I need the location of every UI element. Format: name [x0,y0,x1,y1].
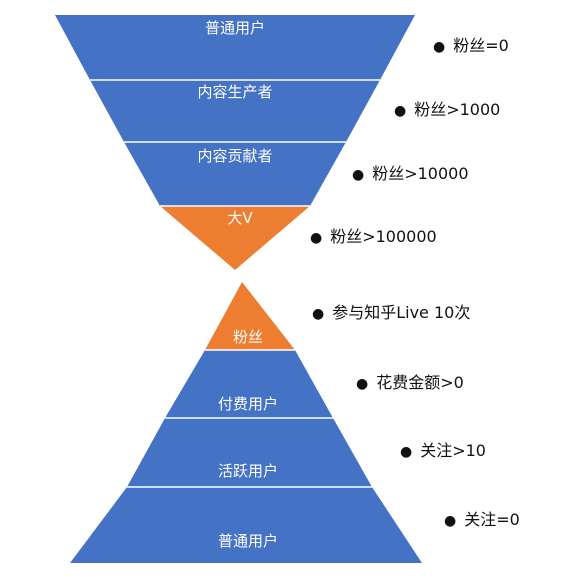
top-layer-4-shape [160,206,310,270]
note-text: 粉丝>1000 [414,100,501,119]
bullet-icon: ● [310,230,323,246]
bottom-layer-1-shape [205,282,295,350]
bullet-icon: ● [394,103,407,119]
bottom-layer-3-shape [127,418,372,487]
top-layer-4-label: 大V [227,209,253,227]
top-layer-3-shape [124,142,346,206]
bottom-layer-2-label: 付费用户 [218,395,278,413]
bullet-icon: ● [433,39,446,55]
top-layer-1-shape [55,15,415,80]
bottom-layer-1-label: 粉丝 [233,328,263,346]
note-text: 关注=0 [464,510,520,529]
bottom-layer-4-label: 普通用户 [218,532,278,550]
top-layer-2-shape [90,80,380,142]
top-layer-3-label: 内容贡献者 [197,147,272,165]
note-text: 花费金额>0 [376,373,464,392]
top-note-2: ● 粉丝>1000 [394,100,500,121]
note-text: 粉丝=0 [453,36,509,55]
bottom-note-3: ● 关注>10 [400,441,486,462]
note-text: 关注>10 [420,441,486,460]
note-text: 粉丝>10000 [372,164,469,183]
bullet-icon: ● [400,444,413,460]
bullet-icon: ● [352,167,365,183]
bottom-note-1: ● 参与知乎Live 10次 [312,303,470,324]
bottom-note-4: ● 关注=0 [444,510,520,531]
bottom-layer-2-shape [165,350,333,418]
bullet-icon: ● [444,513,457,529]
note-text: 参与知乎Live 10次 [332,303,471,322]
note-text: 粉丝>100000 [330,227,437,246]
top-note-4: ● 粉丝>100000 [310,227,437,248]
bottom-note-2: ● 花费金额>0 [356,373,464,394]
bullet-icon: ● [312,306,325,322]
bottom-layer-3-label: 活跃用户 [218,462,278,480]
top-note-1: ● 粉丝=0 [433,36,509,57]
top-note-3: ● 粉丝>10000 [352,164,469,185]
bottom-layer-4-shape [70,487,422,563]
top-layer-2-label: 内容生产者 [197,83,272,101]
bullet-icon: ● [356,376,369,392]
top-layer-1-label: 普通用户 [205,19,265,37]
